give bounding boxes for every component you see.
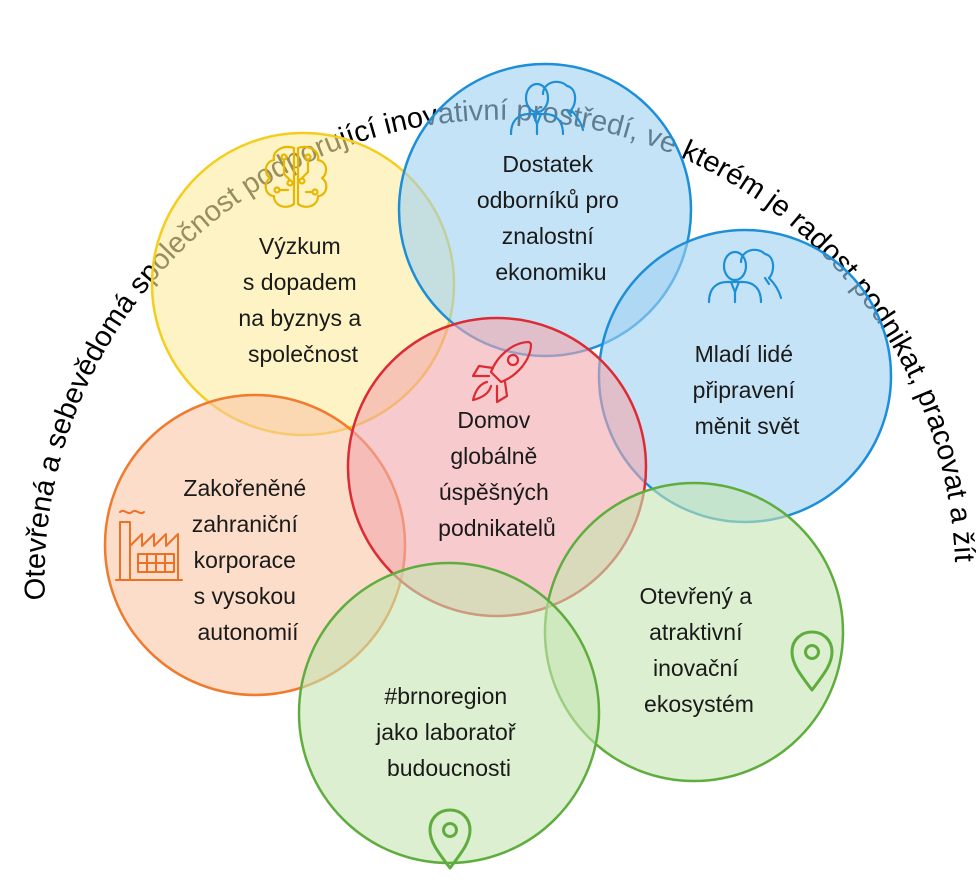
label-line: atraktivní (649, 619, 743, 645)
label-line: úspěšných (439, 479, 549, 505)
brain-circuit-icon (264, 145, 328, 208)
label-line: Mladí lidé (695, 341, 793, 367)
label-line: měnit svět (695, 413, 800, 439)
label-line: Domov (457, 407, 530, 433)
label-line: podnikatelů (438, 515, 556, 541)
label-line: ekonomiku (495, 259, 606, 285)
location-pin-icon (790, 630, 834, 692)
label-line: s vysokou (194, 583, 296, 609)
label-brnoregion: #brnoregion jako laboratoř budoucnosti (375, 683, 522, 781)
label-line: korporace (194, 547, 296, 573)
location-pin-icon (428, 808, 472, 870)
label-line: odborníků pro (477, 187, 619, 213)
factory-icon (115, 509, 183, 581)
label-entrepreneurs: Domov globálně úspěšných podnikatelů (438, 407, 556, 541)
label-line: budoucnosti (387, 755, 511, 781)
label-line: společnost (248, 341, 359, 367)
label-experts: Dostatek odborníků pro znalostní ekonomi… (477, 151, 625, 285)
circle-labels: Výzkum s dopadem na byznys a společnost … (183, 151, 802, 781)
label-line: #brnoregion (384, 683, 507, 709)
label-line: Otevřený a (640, 583, 753, 609)
label-line: inovační (653, 655, 739, 681)
label-research: Výzkum s dopadem na byznys a společnost (238, 233, 367, 367)
circles-layer (103, 62, 893, 865)
label-line: znalostní (502, 223, 595, 249)
label-line: na byznys a (238, 305, 361, 331)
rocket-icon (471, 340, 533, 404)
label-line: autonomií (197, 619, 299, 645)
circle-brnoregion (297, 561, 601, 865)
label-line: připravení (693, 377, 796, 403)
label-line: zahraniční (192, 511, 299, 537)
label-youth: Mladí lidé připravení měnit svět (693, 341, 802, 439)
people-icon (707, 248, 783, 304)
people-icon (509, 80, 585, 136)
label-ecosystem: Otevřený a atraktivní inovační ekosystém (640, 583, 759, 717)
label-line: jako laboratoř (375, 719, 517, 745)
label-line: Dostatek (502, 151, 593, 177)
label-line: s dopadem (243, 269, 357, 295)
label-corporations: Zakořeněné zahraniční korporace s vysoko… (183, 475, 312, 645)
label-line: Zakořeněné (183, 475, 306, 501)
label-line: ekosystém (644, 691, 754, 717)
label-line: Výzkum (259, 233, 341, 259)
label-line: globálně (450, 443, 537, 469)
